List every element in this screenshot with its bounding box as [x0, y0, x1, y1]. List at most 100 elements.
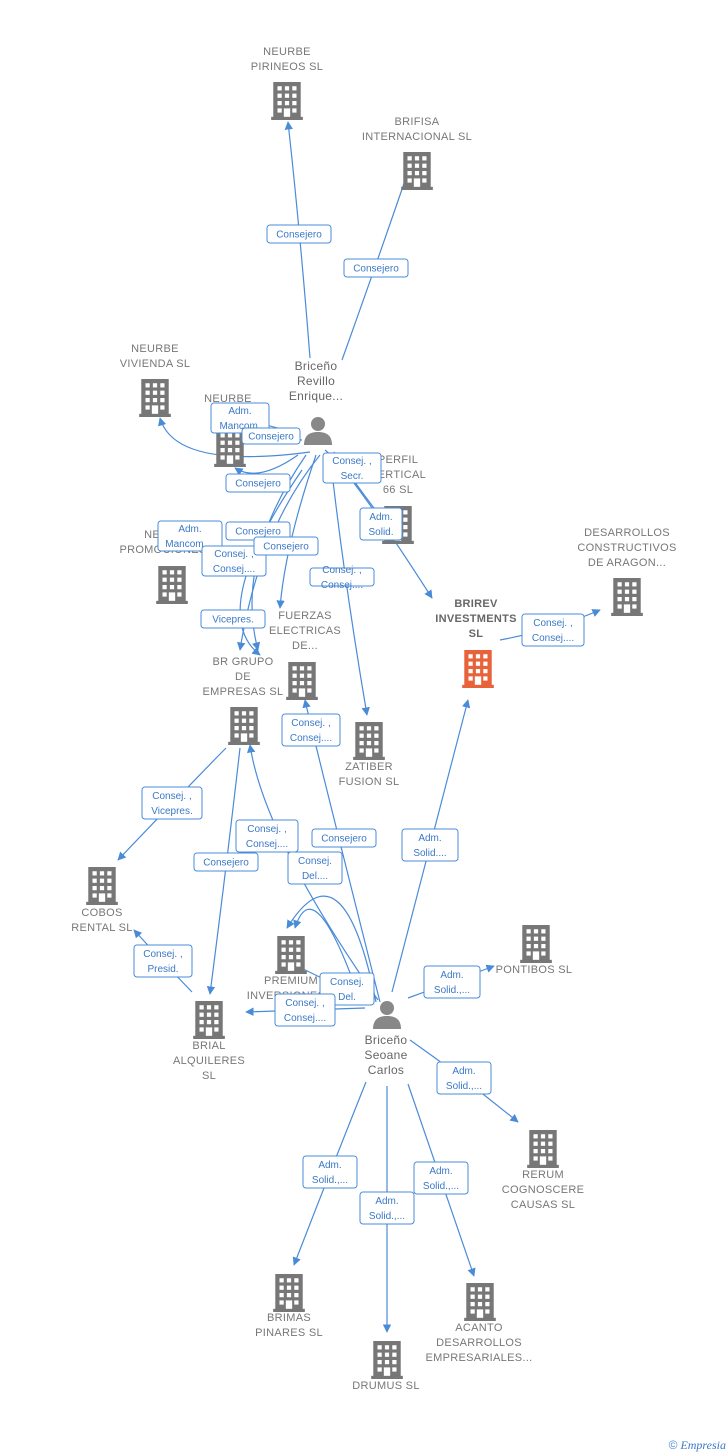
node-label: PINARES SL — [255, 1327, 323, 1339]
node-label: INTERNACIONAL SL — [362, 131, 472, 143]
relation-label-box — [287, 851, 343, 885]
relation-label-box — [311, 828, 377, 848]
relation-label[interactable]: Adm. Solid.,... — [302, 1155, 358, 1189]
relation-label-text: Consej. , — [291, 718, 330, 729]
company-node-acanto[interactable]: ACANTODESARROLLOSEMPRESARIALES... — [426, 1283, 533, 1364]
relation-label-text: Consejero — [203, 858, 249, 869]
relation-label-text: Solid.,... — [312, 1175, 348, 1186]
relation-label[interactable]: Consejero — [193, 852, 259, 872]
relation-label[interactable]: Consejero — [311, 828, 377, 848]
relation-label-text: Consej. , — [332, 456, 371, 467]
building-icon — [193, 1001, 225, 1039]
node-label: Briceño — [365, 1033, 408, 1047]
node-label: DE... — [292, 640, 318, 652]
relation-label[interactable]: Adm.Solid.,... — [423, 965, 481, 999]
relation-label[interactable]: Consejero — [225, 473, 291, 493]
relation-label-box — [423, 965, 481, 999]
relation-label-text: Solid.... — [413, 848, 446, 859]
node-label: DE — [235, 671, 251, 683]
node-label: EMPRESARIALES... — [426, 1352, 533, 1364]
relation-label-box — [521, 613, 585, 647]
relation-label-box — [309, 567, 375, 587]
relation-label-text: Adm. — [228, 406, 251, 417]
relation-label-text: Solid.,... — [446, 1081, 482, 1092]
relation-label-box — [210, 402, 270, 434]
relation-label-box — [281, 713, 341, 747]
relation-label[interactable]: Consejero — [343, 258, 409, 278]
node-label: BRIMAS — [267, 1312, 311, 1324]
brand-name[interactable]: Empresia — [680, 1438, 726, 1452]
relation-label-text: Vicepres. — [151, 806, 193, 817]
relation-label-text: Del. — [338, 992, 356, 1003]
relation-label[interactable]: Consej.Del.... — [287, 851, 343, 885]
relation-label-text: Adm. — [178, 524, 201, 535]
company-node-brimas[interactable]: BRIMAS PINARES SL — [255, 1274, 323, 1339]
relation-label[interactable]: Consej. ,Secr. — [322, 452, 382, 484]
relation-label-box — [253, 536, 319, 556]
company-node-neurbe-pirineos[interactable]: NEURBE PIRINEOS SL — [251, 46, 323, 120]
relation-label[interactable]: Consej. ,Consej.... — [235, 819, 299, 853]
relation-label[interactable]: Consej. ,Consej.... — [274, 993, 336, 1027]
relation-label[interactable]: Consej. ,Presid. — [133, 944, 193, 978]
node-label: SL — [202, 1070, 216, 1082]
relation-label[interactable]: Adm.Solid.,... — [436, 1061, 492, 1095]
company-node-pontibos[interactable]: PONTIBOS SL — [496, 925, 573, 976]
relation-label-box — [343, 258, 409, 278]
relation-label[interactable]: Adm. Mancom. — [210, 402, 270, 434]
relation-label-box — [322, 452, 382, 484]
node-label: PIRINEOS SL — [251, 61, 323, 73]
relation-label[interactable]: Consej. ,Consej.... — [521, 613, 585, 647]
node-label: VIVIENDA SL — [120, 358, 191, 370]
relation-label-text: Consej. , — [533, 618, 572, 629]
relation-label[interactable]: Adm.Solid. — [359, 507, 403, 541]
node-label: PONTIBOS SL — [496, 964, 573, 976]
relation-label[interactable]: Adm.Solid.,... — [359, 1191, 415, 1225]
person-node-briceno-revillo[interactable]: BriceñoRevilloEnrique... — [289, 359, 343, 445]
relation-label-text: Consejero — [248, 432, 294, 443]
company-node-fuerzas[interactable]: FUERZASELECTRICASDE... — [269, 610, 341, 700]
relation-label[interactable]: Adm. Mancom.... — [157, 520, 223, 552]
company-node-drumus[interactable]: DRUMUS SL — [352, 1341, 420, 1392]
person-icon — [373, 1001, 401, 1029]
relation-label[interactable]: Consej. ,Consej.... — [309, 565, 375, 591]
relation-label[interactable]: Consejero — [241, 427, 301, 445]
relation-label[interactable]: Consej. ,Consej.... — [201, 545, 267, 577]
relation-label-text: Mancom. — [219, 421, 260, 432]
node-label: ALQUILERES — [173, 1055, 245, 1067]
relation-label[interactable]: Adm.Solid.,... — [413, 1161, 469, 1195]
relation-label[interactable]: Consej. ,Vicepres. — [141, 786, 203, 820]
relation-label-box — [413, 1161, 469, 1195]
relation-label-text: Consej. , — [214, 549, 253, 560]
relation-label[interactable]: Consejero — [253, 536, 319, 556]
node-label: FUERZAS — [278, 610, 331, 622]
relation-label-text: Consejero — [353, 264, 399, 275]
relation-label-text: Presid. — [147, 964, 178, 975]
relation-label-text: Adm. — [318, 1160, 341, 1171]
relation-label-box — [157, 520, 223, 552]
relation-label[interactable]: Consej. ,Consej.... — [281, 713, 341, 747]
relation-label[interactable]: Adm.Solid.... — [401, 828, 459, 862]
relation-label[interactable]: Consejero — [266, 224, 332, 244]
building-icon — [611, 578, 643, 616]
relation-label-text: Adm. — [375, 1196, 398, 1207]
building-icon — [520, 925, 552, 963]
building-icon — [462, 650, 494, 688]
company-node-brial[interactable]: BRIAL ALQUILERES SL — [173, 1001, 245, 1082]
node-label: BRIAL — [192, 1040, 225, 1052]
relation-label-text: Mancom.... — [165, 539, 214, 550]
relation-label[interactable]: Vicepres. — [200, 609, 266, 629]
node-label: NEURBE — [263, 46, 311, 58]
relation-label-text: Consejero — [321, 834, 367, 845]
node-label: Carlos — [368, 1063, 404, 1077]
